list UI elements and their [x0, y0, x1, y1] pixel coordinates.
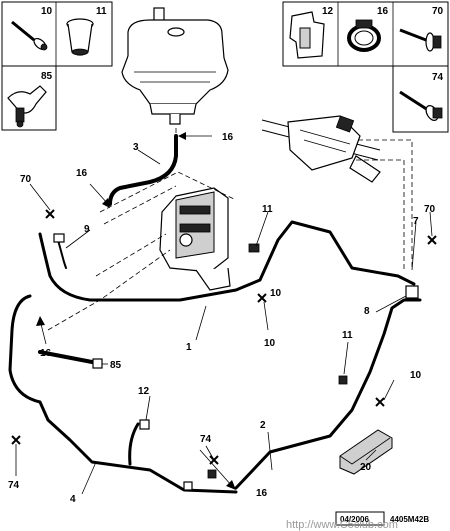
legend-number-74: 74 [432, 72, 444, 83]
clip-marker-85 [92, 358, 103, 369]
callout-70-left: 70 [20, 174, 32, 185]
steering-rack [261, 115, 381, 183]
hose-clamp-icon [347, 19, 381, 52]
legend-number-70: 70 [432, 6, 444, 17]
callout-9: 9 [84, 224, 90, 235]
callout-numbers: 16 3 16 70 9 11 70 7 8 16 1 10 11 85 10 … [8, 132, 436, 505]
fastener-markers [11, 209, 437, 491]
callout-70-right: 70 [424, 204, 436, 215]
legend-number-10: 10 [41, 6, 53, 17]
callout-85: 85 [110, 360, 122, 371]
callout-4: 4 [70, 494, 76, 505]
callout-8: 8 [364, 306, 370, 317]
legend-number-85: 85 [41, 71, 53, 82]
legend-frame-74 [392, 65, 449, 133]
watermark-url: http://www.C5club.com [286, 519, 398, 531]
bracket-clip-icon [289, 11, 325, 59]
callout-arrows [36, 132, 236, 490]
hose-lines [8, 134, 422, 494]
legend-number-12: 12 [322, 6, 334, 17]
protective-sleeve-20 [339, 429, 393, 475]
clip-fitting-icon [7, 85, 47, 128]
callout-16-lower-left: 16 [40, 348, 52, 359]
leader-lines [15, 149, 433, 495]
clip-marker-12 [139, 419, 150, 430]
callout-11-upper: 11 [262, 204, 273, 215]
callout-10-mid: 10 [270, 288, 282, 299]
date-code-box [335, 511, 385, 526]
date-code: 04/2006 [340, 515, 369, 524]
parts-legend-right: 12 16 70 74 [282, 1, 449, 133]
callout-74-center: 74 [200, 434, 212, 445]
footer: 04/2006 4405M42B http://www.C5club.com [286, 511, 429, 531]
electric-pump-unit [159, 187, 231, 291]
callout-2: 2 [260, 420, 266, 431]
callout-16-left: 16 [76, 168, 88, 179]
callout-11-lower: 11 [342, 330, 353, 341]
callout-1: 1 [186, 342, 192, 353]
long-bolt-icon [399, 90, 443, 121]
callout-3: 3 [133, 142, 139, 153]
callout-74-left: 74 [8, 480, 20, 491]
callout-7: 7 [413, 216, 419, 227]
callout-10-right: 10 [410, 370, 422, 381]
rubber-grommet-icon [66, 18, 94, 56]
parts-legend-left: 10 11 85 [1, 1, 113, 131]
flange-screw-icon [399, 28, 442, 52]
legend-number-11: 11 [96, 6, 107, 17]
bolt-with-washer-icon [11, 20, 48, 51]
callout-16-bottom: 16 [256, 488, 268, 499]
legend-number-16: 16 [377, 6, 389, 17]
callout-12: 12 [138, 386, 150, 397]
callout-20: 20 [360, 462, 372, 473]
callout-10-center: 10 [264, 338, 276, 349]
fluid-reservoir [121, 7, 229, 125]
drawing-reference: 4405M42B [390, 515, 429, 524]
callout-16-top: 16 [222, 132, 234, 143]
legend-frame-top-left [1, 1, 113, 67]
